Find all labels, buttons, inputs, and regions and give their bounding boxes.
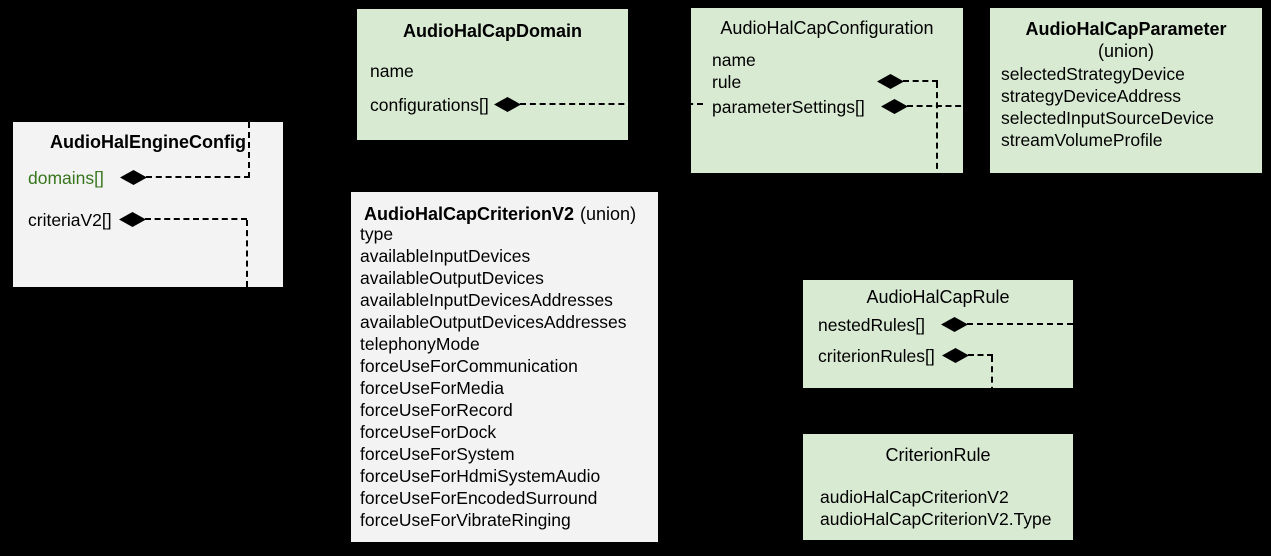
field-criteriav2: criteriaV2[] [28,210,112,230]
field-selectedstrategydevice: selectedStrategyDevice [1001,64,1185,84]
composition-diamond-icon [942,348,969,363]
class-box-audiohalcapparameter: AudioHalCapParameter (union) selectedStr… [990,8,1262,173]
class-title: AudioHalEngineConfig [50,132,246,152]
field-forceuseforencodedsurround: forceUseForEncodedSurround [360,488,598,508]
field-telephonymode: telephonyMode [360,334,480,354]
field-list: type availableInputDevices availableOutp… [360,223,627,531]
field-availableoutputdevices: availableOutputDevices [360,268,544,288]
field-forceuseforvibrateringing: forceUseForVibrateRinging [360,510,571,530]
field-forceusefordock: forceUseForDock [360,422,497,442]
field-availableinputdevices: availableInputDevices [360,246,531,266]
composition-diamond-icon [941,317,968,332]
class-title: AudioHalCapRule [866,287,1010,307]
class-subtitle-union: (union) [1097,41,1155,61]
class-title: AudioHalCapDomain [402,21,582,41]
connector-line [248,122,250,178]
field-strategydeviceaddress: strategyDeviceAddress [1001,86,1181,106]
field-type: type [360,224,394,244]
field-forceuseformedia: forceUseForMedia [360,378,504,398]
field-selectedinputsourcedevice: selectedInputSourceDevice [1001,108,1215,128]
connector-line [968,354,993,356]
field-configurations: configurations[] [370,95,489,115]
class-title-text: AudioHalCapCriterionV2 [364,204,575,224]
field-criterionrules: criterionRules[] [818,346,935,366]
field-availableinputdevicesaddresses: availableInputDevicesAddresses [360,290,613,310]
class-box-audiohalcapdomain: AudioHalCapDomain name configurations[] [357,9,628,140]
field-forceuseforcommunication: forceUseForCommunication [360,356,578,376]
class-title: CriterionRule [885,445,991,465]
field-availableoutputdevicesaddresses: availableOutputDevicesAddresses [360,312,627,332]
connector-line [907,105,990,107]
connector-line [520,103,703,105]
field-list: audioHalCapCriterionV2 audioHalCapCriter… [820,486,1052,530]
field-domains: domains[] [28,168,104,188]
field-rule: rule [712,72,742,92]
connector-line [145,218,247,220]
class-title: AudioHalCapConfiguration [720,18,934,38]
composition-diamond-icon [120,170,147,185]
class-box-criterionrule: CriterionRule audioHalCapCriterionV2 aud… [803,434,1073,540]
class-box-audiohalengineconfig: AudioHalEngineConfig domains[] criteriaV… [13,122,283,287]
connector-line [991,356,993,434]
connector-line [967,323,1073,325]
class-box-audiohalcapcriterionv2: AudioHalCapCriterionV2(union) type avail… [351,192,658,542]
class-box-audiohalcapconfiguration: AudioHalCapConfiguration name rule param… [691,8,963,173]
field-forceuseforrecord: forceUseForRecord [360,400,513,420]
composition-diamond-icon [877,74,904,89]
class-title: AudioHalCapParameter [1025,19,1227,39]
composition-diamond-icon [494,97,521,112]
field-parametersettings: parameterSettings[] [712,97,865,117]
field-nestedrules: nestedRules[] [818,315,926,335]
field-forceuseforhdmisystemaudio: forceUseForHdmiSystemAudio [360,466,601,486]
class-title-union-suffix: (union) [580,204,637,224]
field-name: name [712,50,756,70]
field-audiohalcapcriterionv2-type: audioHalCapCriterionV2.Type [820,509,1052,529]
field-streamvolumeprofile: streamVolumeProfile [1001,130,1163,150]
connector-line [146,176,250,178]
class-title: AudioHalCapCriterionV2(union) [364,203,636,225]
composition-diamond-icon [881,99,908,114]
class-box-audiohalcaprule: AudioHalCapRule nestedRules[] criterionR… [803,280,1073,388]
composition-diamond-icon [119,212,146,227]
field-list: selectedStrategyDevice strategyDeviceAdd… [1001,63,1214,151]
field-name: name [370,61,414,81]
connector-line [903,80,938,82]
connector-line [936,82,938,280]
connector-line [246,220,248,287]
field-forceuseforsystem: forceUseForSystem [360,444,515,464]
field-audiohalcapcriterionv2: audioHalCapCriterionV2 [820,487,1009,507]
